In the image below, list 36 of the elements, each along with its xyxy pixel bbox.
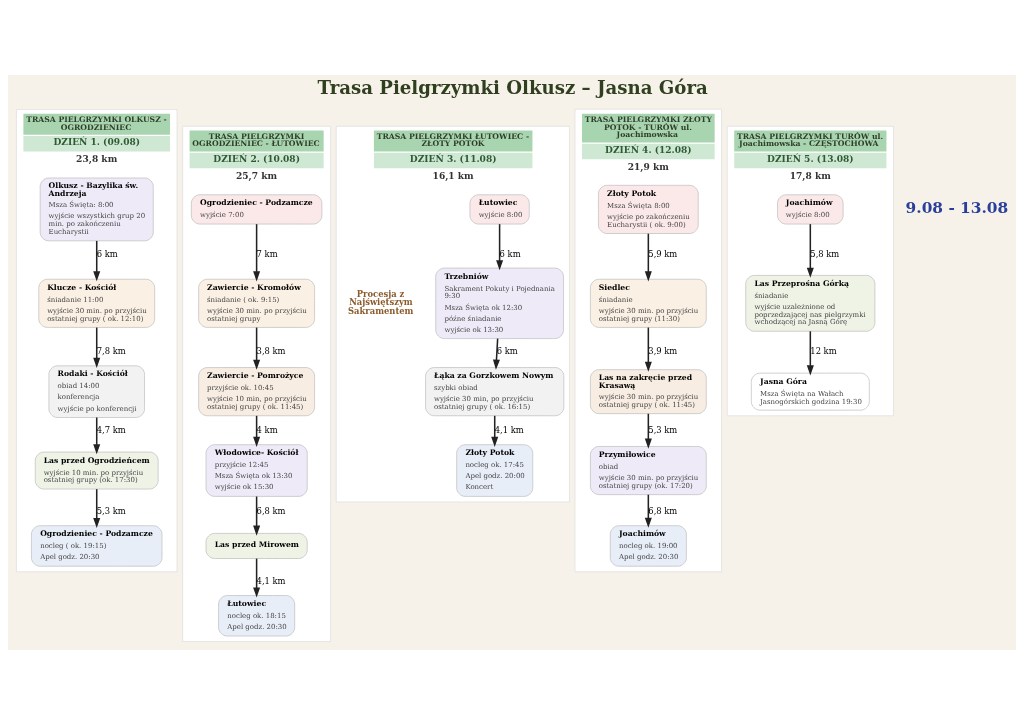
edge-label: 4,7 km [96, 424, 126, 435]
label: 9.08 - 13.08 [905, 198, 1009, 217]
arrow [644, 326, 652, 372]
arrow [93, 416, 101, 454]
edge-label: 5,9 km [648, 248, 678, 259]
arrow [644, 412, 652, 449]
arrow [496, 222, 504, 270]
edge-label: 7,8 km [96, 345, 126, 356]
arrow [644, 493, 652, 528]
diagram-title: Trasa Pielgrzymki Olkusz – Jasna Góra [317, 76, 708, 98]
arrow [253, 495, 261, 536]
edge-label: 3,8 km [256, 345, 286, 356]
arrow [644, 232, 652, 281]
arrow [93, 487, 101, 528]
arrow [253, 557, 261, 598]
edge-label: 6 km [499, 248, 521, 259]
edge-label: 12 km [810, 345, 837, 356]
arrow [492, 337, 500, 370]
edge-label: 5,8 km [810, 248, 840, 259]
arrow [253, 326, 261, 370]
edge-label: 5,3 km [96, 505, 126, 516]
edge-label: 4,1 km [494, 424, 524, 435]
arrow [93, 326, 101, 368]
edge-label: 6 km [496, 345, 518, 356]
arrow [93, 239, 101, 281]
arrow [806, 222, 814, 278]
arrow [806, 330, 814, 375]
arrow [491, 414, 499, 447]
edge-label: 6,8 km [648, 505, 678, 516]
edge-label: 6 km [96, 248, 118, 259]
edge-label: 6,8 km [256, 505, 286, 516]
node-label: Procesja z Najświętszym Sakramentem [348, 288, 414, 316]
arrow [253, 222, 261, 281]
edge-label: 3,9 km [648, 345, 678, 356]
edge-label: 5,3 km [648, 424, 678, 435]
edge-label: 7 km [256, 248, 278, 259]
